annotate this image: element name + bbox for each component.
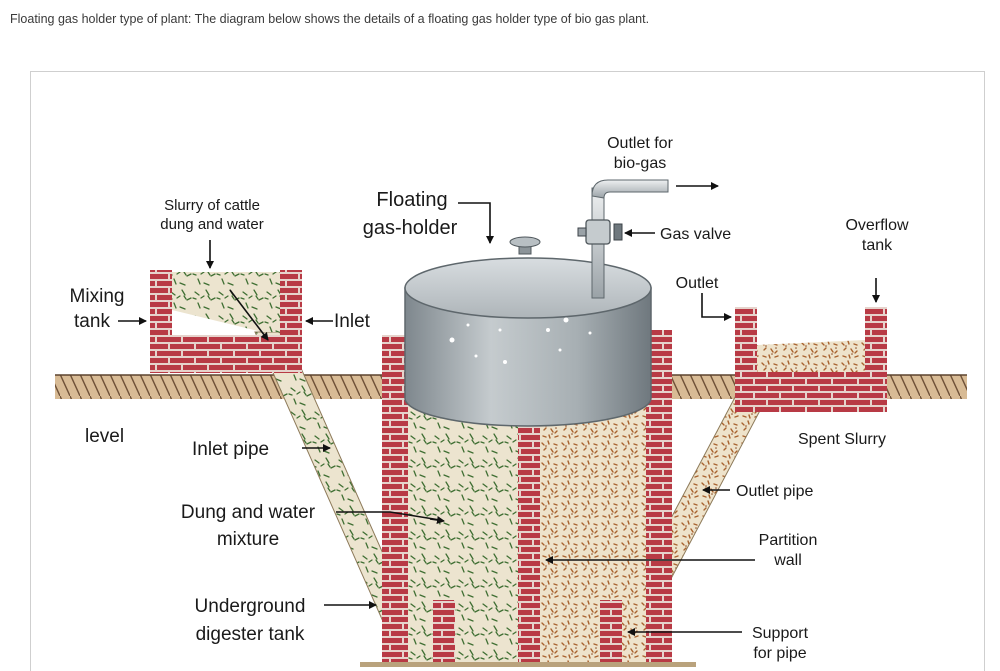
label-spent-slurry: Spent Slurry	[798, 431, 886, 448]
label-overflow-line2: tank	[862, 237, 893, 254]
gas-holder-top	[404, 257, 652, 319]
label-underground-line1: Underground	[195, 596, 306, 617]
label-dung-line1: Dung and water	[181, 502, 316, 523]
overflow-tank-floor	[735, 372, 887, 412]
label-support-line1: Support	[752, 625, 809, 642]
label-floating-line1: Floating	[376, 189, 447, 211]
label-partition-line1: Partition	[759, 532, 818, 549]
label-inlet-pipe: Inlet pipe	[192, 439, 269, 460]
mixing-tank-floor	[150, 335, 302, 373]
label-slurry-line2: dung and water	[160, 216, 263, 233]
support-post-right	[600, 600, 622, 667]
label-floating-line2: gas-holder	[363, 217, 458, 239]
label-inlet: Inlet	[334, 311, 371, 332]
overflow-tank-slurry	[757, 340, 865, 372]
label-underground-line2: digester tank	[196, 624, 305, 645]
mixing-tank-slurry	[172, 272, 280, 332]
label-overflow-line1: Overflow	[845, 217, 909, 234]
label-level: level	[85, 426, 124, 447]
arrow-dung-mixture-head	[429, 516, 445, 524]
label-slurry-line1: Slurry of cattle	[164, 197, 260, 214]
label-mixing-line2: tank	[74, 311, 110, 332]
gas-valve-handle	[613, 223, 623, 241]
label-partition-line2: wall	[773, 552, 802, 569]
label-outlet-biogas-line2: bio-gas	[614, 155, 666, 172]
label-outlet: Outlet	[676, 275, 719, 292]
digester-wall-left	[382, 335, 408, 667]
label-outlet-pipe: Outlet pipe	[736, 483, 813, 500]
arrow-floating-holder	[458, 202, 494, 244]
support-post-left	[433, 600, 455, 667]
digester-fresh-slurry	[408, 390, 518, 667]
digester-base	[360, 662, 696, 667]
gas-valve-handle-left	[577, 227, 587, 237]
gas-holder-knob	[509, 236, 541, 248]
label-mixing-line1: Mixing	[70, 286, 125, 307]
label-dung-line2: mixture	[217, 529, 279, 550]
label-gas-valve: Gas valve	[660, 226, 731, 243]
digester-spent-slurry	[540, 390, 646, 667]
arrow-inlet-flow	[229, 289, 269, 341]
leader-arrows	[118, 182, 880, 636]
arrow-outlet	[701, 293, 732, 321]
gas-valve-body	[585, 219, 611, 245]
label-support-line2: for pipe	[753, 645, 806, 662]
label-outlet-biogas-line1: Outlet for	[607, 135, 673, 152]
gas-holder-sparkles	[449, 317, 592, 364]
page-caption: Floating gas holder type of plant: The d…	[10, 12, 650, 26]
gas-outlet-pipe-elbow	[591, 179, 669, 199]
arrow-dung-mixture	[336, 511, 441, 521]
gas-holder-body	[404, 287, 652, 427]
partition-wall	[518, 390, 540, 667]
